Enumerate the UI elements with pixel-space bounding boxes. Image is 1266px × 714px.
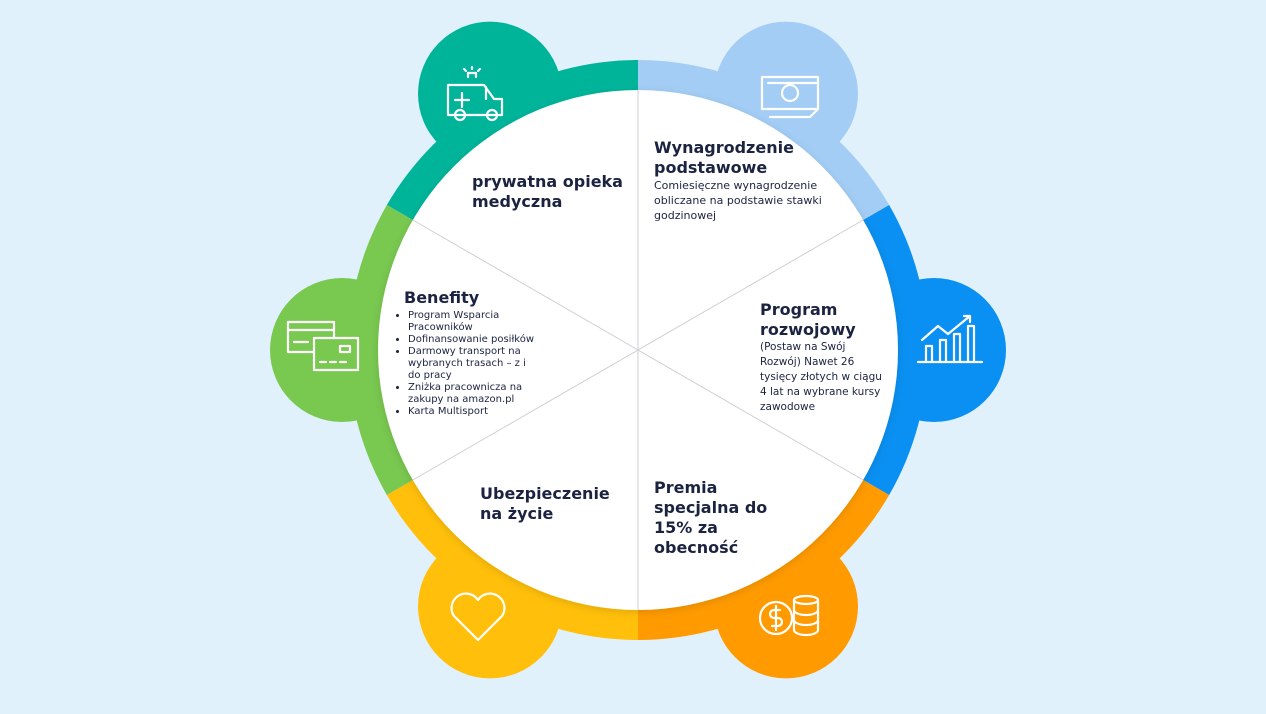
list-item: Karta Multisport (408, 406, 536, 418)
list-item: Zniżka pracownicza na zakupy na amazon.p… (408, 382, 536, 406)
list-item: Dofinansowanie posiłków (408, 334, 536, 346)
section-title: Wynagrodzenie podstawowe (654, 138, 794, 177)
section-insurance: Ubezpieczenie na życie (480, 484, 610, 524)
section-title: Program rozwojowy (760, 300, 856, 339)
section-development: Program rozwojowy (Postaw na Swój Rozwój… (760, 300, 885, 415)
section-salary: Wynagrodzenie podstawowe Comiesięczne wy… (654, 138, 824, 223)
divider-line (412, 219, 864, 481)
section-medical: prywatna opieka medyczna (472, 172, 632, 212)
heart-icon (438, 576, 518, 656)
section-benefits: Benefity Program Wsparcia Pracowników Do… (396, 288, 536, 418)
list-item: Program Wsparcia Pracowników (408, 310, 536, 334)
section-title: Ubezpieczenie na życie (480, 484, 610, 523)
benefits-list: Program Wsparcia Pracowników Dofinansowa… (396, 310, 536, 418)
section-title: Premia specjalna do 15% za obecność (654, 478, 768, 557)
section-body: Comiesięczne wynagrodzenie obliczane na … (654, 179, 822, 222)
list-item: Darmowy transport na wybranych trasach –… (408, 346, 536, 382)
section-body: (Postaw na Swój Rozwój) Nawet 26 tysięcy… (760, 341, 882, 413)
cards-icon (282, 302, 362, 382)
section-bonus: Premia specjalna do 15% za obecność (654, 478, 804, 558)
section-title: Benefity (404, 288, 480, 307)
section-title: prywatna opieka medyczna (472, 172, 623, 211)
banknote-icon (752, 55, 832, 135)
coins-icon (748, 578, 828, 658)
growth-chart-icon (908, 300, 988, 380)
ambulance-icon (436, 55, 516, 135)
